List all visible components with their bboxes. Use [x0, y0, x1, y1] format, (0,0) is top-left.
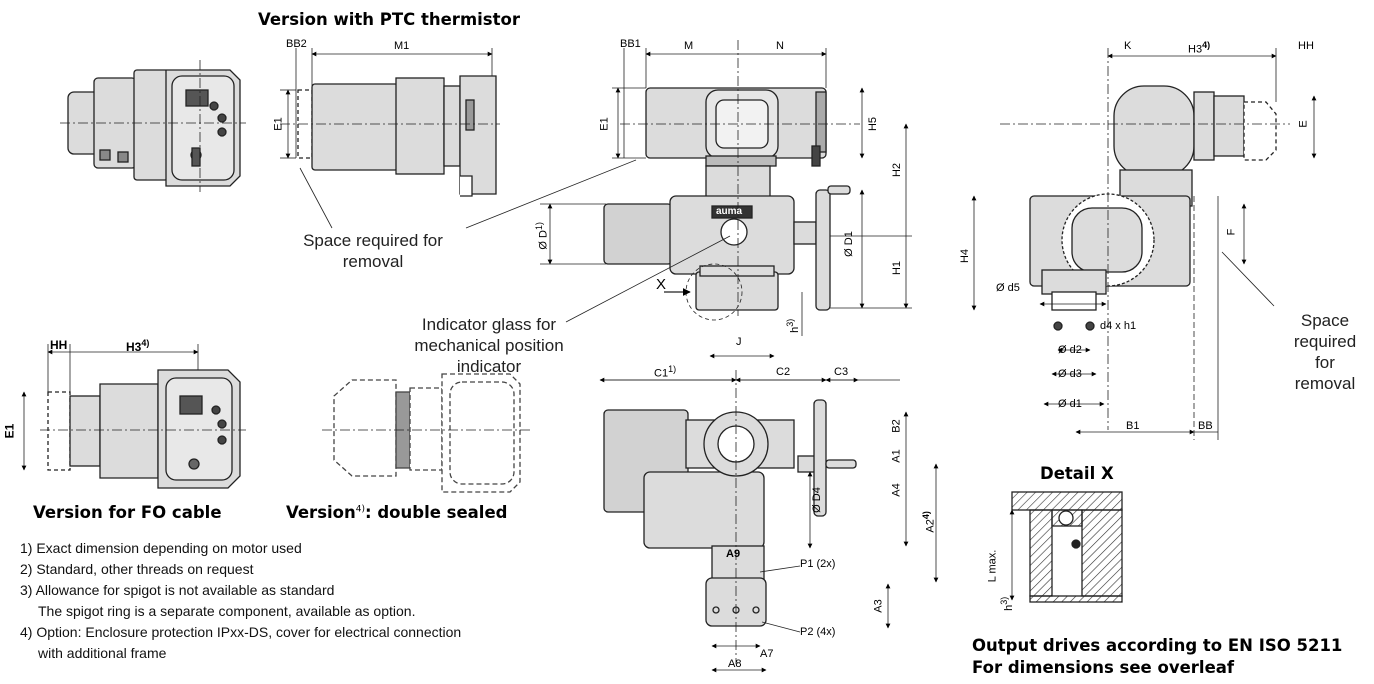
right-actuator-side — [1029, 85, 1277, 331]
dim-d5: Ø d5 — [996, 282, 1020, 294]
dim-a3: A3 — [872, 599, 885, 613]
double-sealed-drawing — [333, 373, 521, 493]
dim-c1: C11) — [654, 364, 676, 380]
dim-a7: A7 — [760, 648, 774, 660]
dim-d2: Ø d2 — [1058, 344, 1082, 356]
dim-d1: Ø D1 — [842, 231, 855, 257]
dim-h-spigot: h3) — [785, 319, 801, 333]
double-sealed-suffix: : double sealed — [365, 503, 508, 522]
double-sealed-sup: 4) — [355, 504, 366, 515]
dim-d-label: Ø D — [537, 230, 550, 250]
dim-dd1: Ø d1 — [1058, 398, 1082, 410]
footnote-3: 3) Allowance for spigot is not available… — [20, 582, 335, 598]
dim-p2: P2 (4x) — [800, 626, 836, 638]
dim-h3-fo-sup: 4) — [141, 338, 150, 348]
dim-e1-ptc: E1 — [272, 117, 285, 131]
dim-h1: H1 — [891, 260, 904, 276]
dim-b1: B1 — [1126, 420, 1140, 432]
dim-a9: A9 — [726, 548, 741, 560]
dimensions-overleaf-heading: For dimensions see overleaf — [972, 658, 1235, 677]
dim-d: Ø D1) — [534, 222, 550, 250]
footnote-4: 4) Option: Enclosure protection IPxx-DS,… — [20, 624, 462, 640]
dim-a2: A24) — [921, 511, 937, 532]
main-actuator-side — [603, 87, 851, 311]
dim-h3-fo-label: H3 — [126, 340, 142, 354]
dim-d4: Ø D4 — [810, 487, 823, 513]
small-actuator-front — [67, 69, 241, 187]
ptc-motor-drawing — [297, 75, 497, 197]
dim-c1-label: C1 — [654, 367, 669, 380]
dim-a2-label: A2 — [924, 519, 937, 533]
dim-h3-fo: H34) — [126, 338, 149, 354]
footnote-1: 1) Exact dimension depending on motor us… — [20, 540, 302, 556]
double-sealed-prefix: Version — [286, 503, 356, 522]
dim-a1: A1 — [890, 449, 903, 463]
dim-b2: B2 — [890, 419, 903, 433]
space-removal-callout-left: Space required for removal — [303, 231, 443, 271]
dim-h-label: h — [788, 326, 801, 333]
indicator-glass-callout: Indicator glass for mechanical position … — [414, 315, 564, 376]
space-removal-callout-right: Space required for removal — [1293, 311, 1357, 393]
dim-e: E — [1297, 120, 1310, 128]
dim-f: F — [1225, 228, 1238, 236]
dim-h-detail-sup: 3) — [999, 596, 1010, 605]
fo-cable-drawing — [47, 369, 241, 489]
dim-hh: HH — [1298, 40, 1314, 52]
dim-c1-sup: 1) — [668, 364, 677, 374]
dim-p1: P1 (2x) — [800, 558, 836, 570]
detail-x-section — [1011, 491, 1123, 603]
footnotes: 1) Exact dimension depending on motor us… — [20, 538, 461, 664]
dim-k: K — [1124, 40, 1132, 52]
dim-c2: C2 — [776, 366, 791, 378]
dim-bb: BB — [1198, 420, 1213, 432]
dim-c3: C3 — [834, 366, 849, 378]
dim-h3-label: H3 — [1188, 43, 1203, 56]
fo-cable-heading: Version for FO cable — [33, 503, 222, 522]
footnote-2: 2) Standard, other threads on request — [20, 561, 254, 577]
dim-bb1: BB1 — [620, 38, 641, 50]
dim-n: N — [776, 40, 784, 52]
dim-hh-fo: HH — [50, 338, 68, 352]
dim-x: X — [656, 276, 667, 293]
footnote-4-cont: with additional frame — [38, 645, 167, 661]
dim-h5: H5 — [867, 116, 880, 132]
dim-h3: H34) — [1188, 40, 1210, 56]
double-sealed-heading: Version4): double sealed — [286, 503, 507, 522]
dim-lmax: L max. — [986, 549, 999, 583]
dim-e1-main: E1 — [598, 117, 611, 131]
dim-d4-h1: d4 x h1 — [1100, 320, 1137, 332]
ptc-version-heading: Version with PTC thermistor — [258, 10, 520, 29]
dim-h2: H2 — [891, 162, 904, 178]
dim-a8: A8 — [728, 658, 742, 670]
dim-m: M — [684, 40, 694, 52]
dim-h-sup: 3) — [785, 318, 796, 327]
dim-h-detail-label: h — [1002, 604, 1015, 611]
dim-h3-sup: 4) — [1202, 40, 1211, 50]
main-actuator-front — [603, 399, 857, 627]
dim-h-detail: h3) — [999, 597, 1015, 611]
dim-a2-sup: 4) — [920, 511, 931, 520]
dim-bb2: BB2 — [286, 38, 307, 50]
dim-d3: Ø d3 — [1058, 368, 1082, 380]
dim-e1-fo: E1 — [2, 423, 17, 439]
dim-m1: M1 — [394, 40, 410, 52]
footnote-3-cont: The spigot ring is a separate component,… — [38, 603, 416, 619]
dim-a4: A4 — [890, 483, 903, 497]
dim-h4: H4 — [959, 248, 972, 264]
auma-logo-text: auma — [716, 206, 743, 217]
detail-x-heading: Detail X — [1040, 464, 1114, 483]
dim-j: J — [736, 336, 742, 348]
dim-d-sup: 1) — [533, 222, 544, 231]
output-drives-heading: Output drives according to EN ISO 5211 — [972, 636, 1343, 655]
